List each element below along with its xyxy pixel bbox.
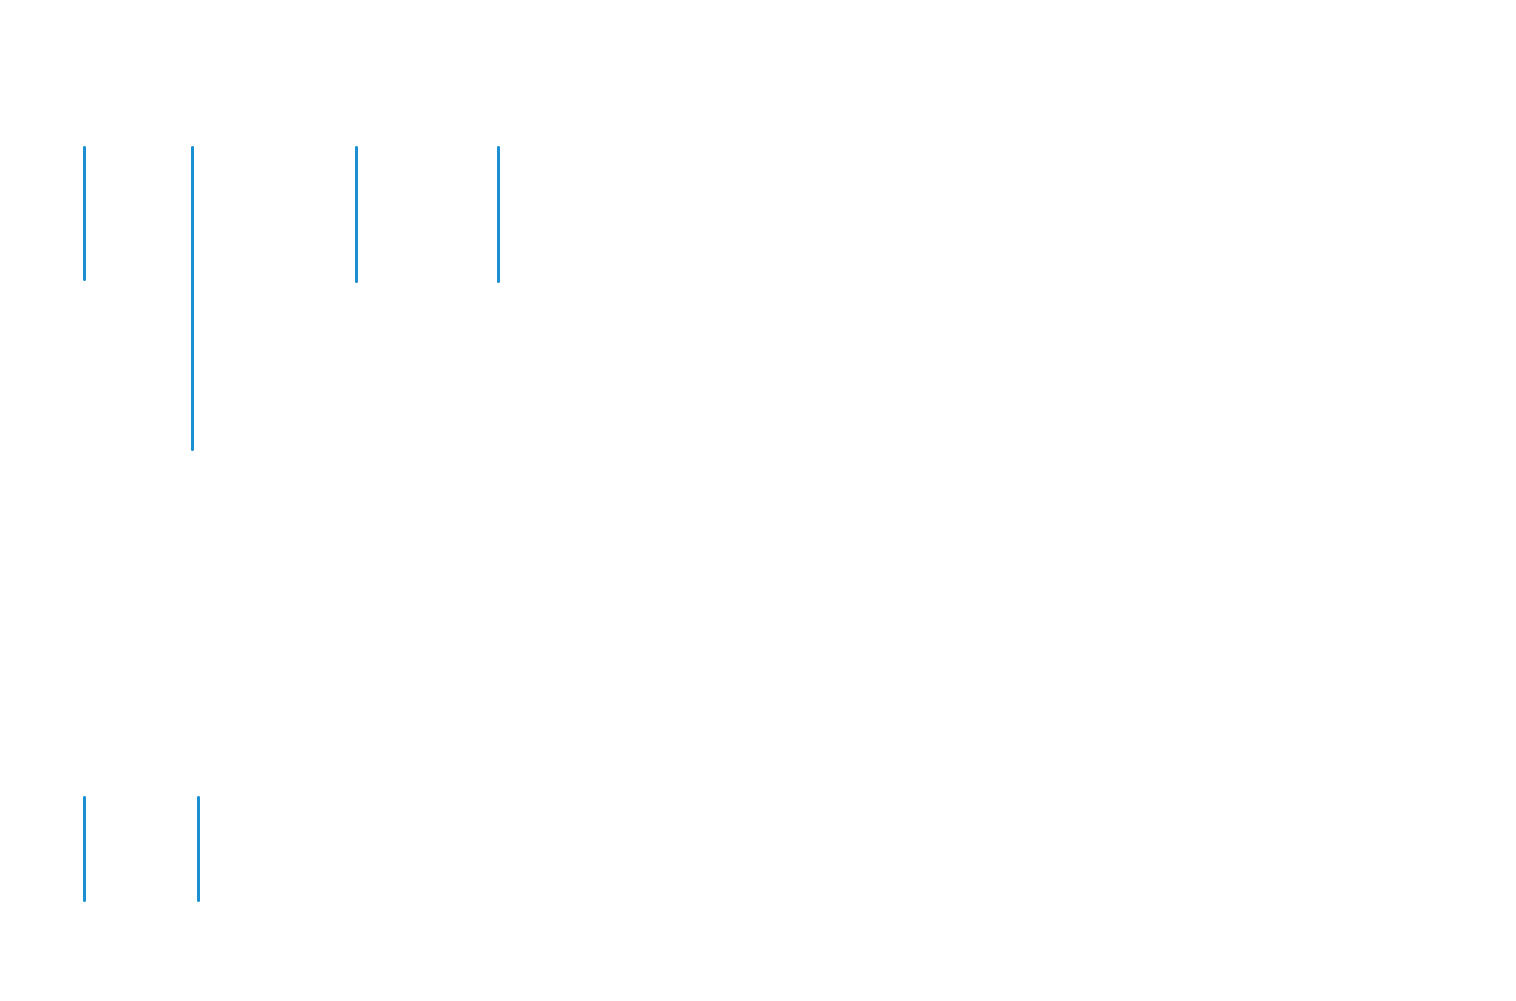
text-cursor-line bbox=[83, 146, 86, 281]
text-cursor-line bbox=[355, 146, 358, 283]
text-cursor-line bbox=[497, 146, 500, 283]
text-cursor-line bbox=[83, 796, 86, 902]
text-cursor-line bbox=[197, 796, 200, 902]
text-cursor-line bbox=[191, 146, 194, 451]
